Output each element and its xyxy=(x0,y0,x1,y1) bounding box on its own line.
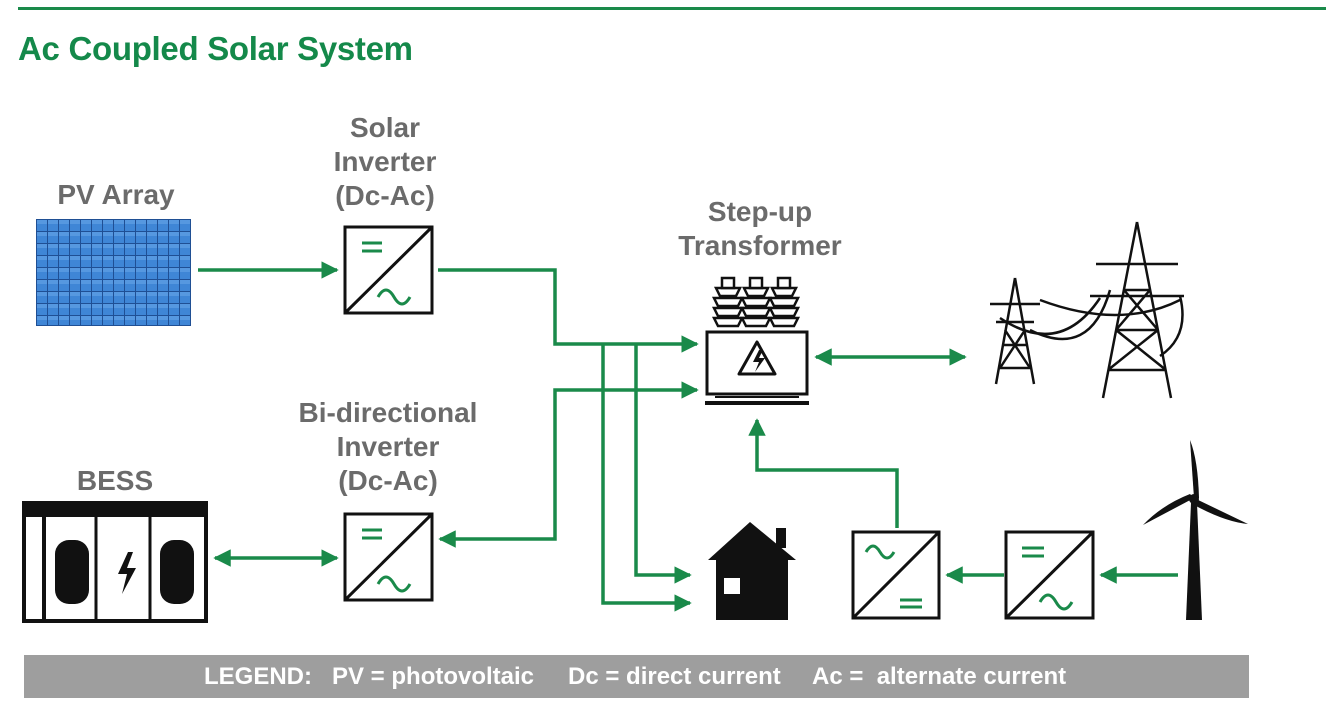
wind-inverter-icon xyxy=(1004,530,1095,620)
transformer-label: Step-up Transformer xyxy=(660,195,860,263)
bess-label: BESS xyxy=(76,465,154,496)
inverter-to-transformer-line xyxy=(438,268,699,353)
wind-turbine-icon xyxy=(1143,440,1248,620)
solar-inverter-label-line3: (Dc-Ac) xyxy=(335,180,435,211)
legend-dc: Dc = direct current xyxy=(568,662,781,690)
solar-inverter-label: Solar Inverter (Dc-Ac) xyxy=(300,111,470,213)
solar-panel-icon xyxy=(36,219,191,326)
top-rule xyxy=(18,7,1326,10)
wind-rectifier-icon xyxy=(851,530,941,620)
legend-heading: LEGEND: xyxy=(204,662,312,690)
bidirectional-inverter-icon xyxy=(343,512,434,602)
legend-ac: Ac = alternate current xyxy=(812,662,1067,690)
legend-pv: PV = photovoltaic xyxy=(332,662,535,690)
page-title: Ac Coupled Solar System xyxy=(18,30,413,67)
solar-inverter-icon xyxy=(343,225,434,315)
connection-lines xyxy=(198,261,1178,612)
pv-array-label: PV Array xyxy=(57,179,175,210)
solar-inverter-label-line1: Solar xyxy=(349,112,421,143)
transformer-to-bess-inverter-line xyxy=(438,381,699,548)
legend-bar: LEGEND: PV = photovoltaic Dc = direct cu… xyxy=(24,655,1249,698)
battery-storage-icon xyxy=(22,501,208,623)
bushing-middle xyxy=(739,276,773,328)
bushing-left xyxy=(711,276,745,328)
wind-to-transformer-line xyxy=(748,418,899,528)
house-feed-upper-line xyxy=(634,344,692,584)
bidirectional-inverter-label-line2: Inverter xyxy=(336,431,440,462)
bidirectional-inverter-label-line3: (Dc-Ac) xyxy=(338,465,438,496)
house-feed-lower-line xyxy=(601,344,692,612)
transformer-icon xyxy=(705,276,809,405)
house-icon xyxy=(708,522,796,620)
transformer-label-line2: Transformer xyxy=(678,230,842,261)
solar-inverter-label-line2: Inverter xyxy=(333,146,437,177)
transformer-label-line1: Step-up xyxy=(707,196,813,227)
transmission-tower-icon xyxy=(990,221,1184,399)
bushing-right xyxy=(767,276,801,328)
